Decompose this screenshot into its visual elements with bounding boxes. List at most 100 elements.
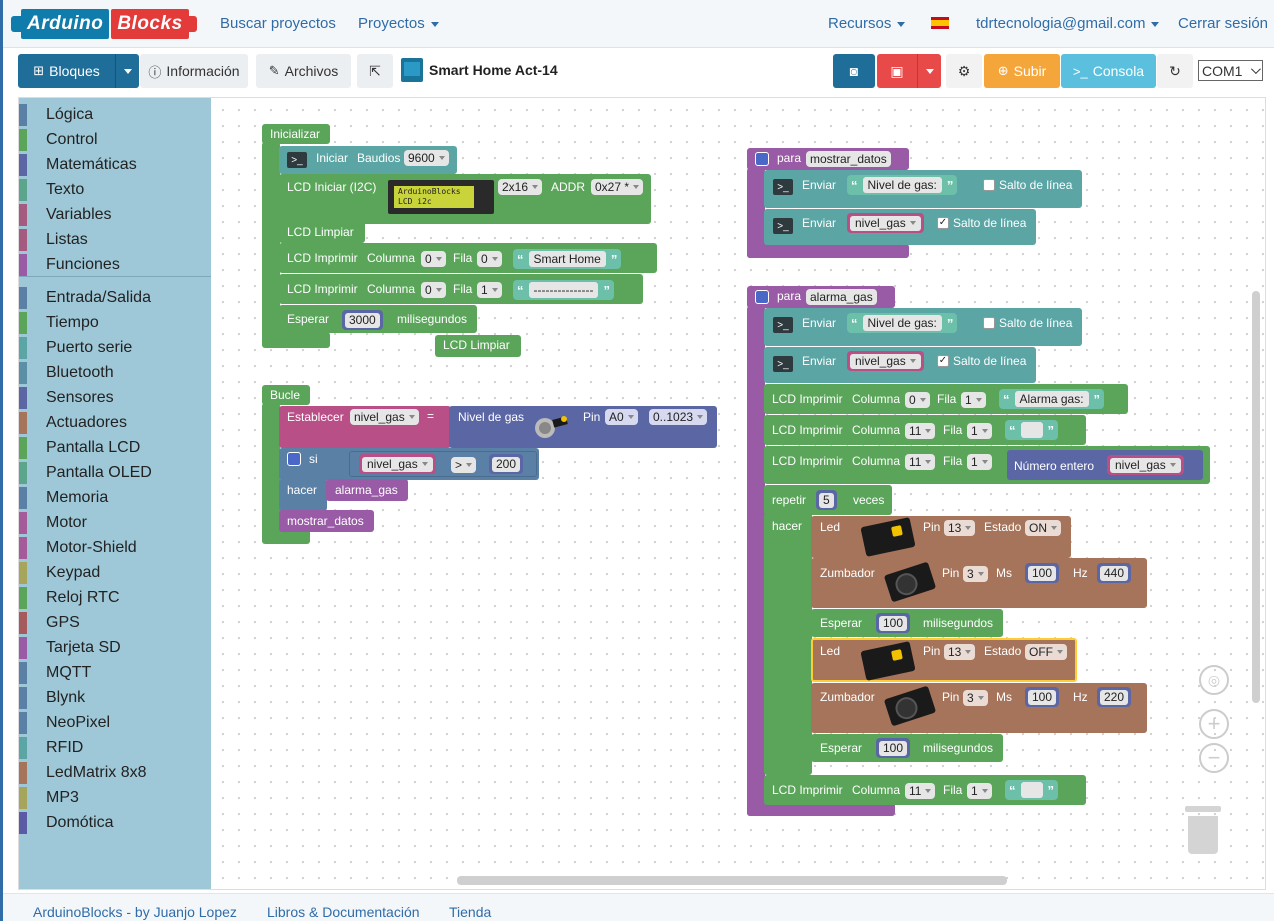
gear-icon[interactable] (287, 452, 301, 466)
nav-cerrar-sesion[interactable]: Cerrar sesión (1178, 15, 1269, 32)
save-dropdown-button[interactable] (917, 54, 941, 88)
pin-dropdown[interactable]: 13 (944, 644, 976, 660)
number-440[interactable]: 440 (1097, 563, 1132, 583)
number-100[interactable]: 100 (1025, 687, 1060, 707)
number-value[interactable]: 440 (1100, 565, 1129, 581)
toolbox-category[interactable]: MP3 (19, 787, 79, 809)
columna-dropdown[interactable]: 11 (905, 783, 936, 799)
bloques-dropdown-button[interactable] (115, 54, 139, 88)
variable-value[interactable]: nivel_gas (850, 353, 921, 369)
salto-checkbox-checked[interactable]: ✓ (937, 217, 949, 229)
nav-proyectos-dropdown[interactable]: Proyectos (358, 15, 439, 32)
text-smart-home[interactable]: “Smart Home” (513, 249, 622, 269)
text-value[interactable]: Smart Home (528, 251, 606, 267)
call-alarma-gas-block[interactable] (326, 479, 408, 501)
recenter-icon[interactable]: ◎ (1199, 665, 1229, 695)
columna-dropdown[interactable]: 0 (905, 392, 930, 408)
columna-dropdown[interactable]: 0 (421, 251, 446, 267)
toolbox-category[interactable]: Domótica (19, 812, 114, 834)
inicializar-block-body[interactable] (262, 142, 280, 347)
text-nivel-gas[interactable]: “Nivel de gas:” (847, 313, 958, 333)
archivos-button[interactable]: ✎Archivos (256, 54, 351, 88)
columna-dropdown[interactable]: 11 (905, 454, 936, 470)
toolbox-category[interactable]: Variables (19, 204, 112, 226)
nav-user-dropdown[interactable]: tdrtecnologia@gmail.com (976, 15, 1160, 32)
number-100[interactable]: 100 (1025, 563, 1060, 583)
variable-nivel-gas[interactable]: nivel_gas (847, 213, 924, 233)
bucle-block-body[interactable] (262, 403, 280, 543)
save-button[interactable]: ▣ (877, 54, 917, 88)
toolbox-category[interactable]: Motor (19, 512, 87, 534)
toolbox-category[interactable]: LedMatrix 8x8 (19, 762, 147, 784)
pin-dropdown[interactable]: 13 (944, 520, 976, 536)
toolbox-category[interactable]: MQTT (19, 662, 91, 684)
estado-dropdown[interactable]: OFF (1025, 644, 1067, 660)
footer-credit[interactable]: ArduinoBlocks - by Juanjo Lopez (33, 904, 237, 920)
toolbox-category[interactable]: Bluetooth (19, 362, 114, 384)
number-200[interactable]: 200 (489, 454, 524, 474)
fila-dropdown[interactable]: 1 (967, 783, 992, 799)
toolbox-category[interactable]: Entrada/Salida (19, 287, 151, 309)
text-nivel-gas[interactable]: “Nivel de gas:” (847, 175, 958, 195)
toolbox-category[interactable]: Lógica (19, 104, 93, 126)
zoom-out-icon[interactable]: − (1199, 743, 1229, 773)
toolbox-category[interactable]: Puerto serie (19, 337, 132, 359)
repetir-block-body[interactable] (764, 513, 812, 775)
addr-dropdown[interactable]: 0x27 * (591, 179, 644, 195)
vertical-scrollbar[interactable] (1252, 291, 1260, 703)
toolbox-category[interactable]: GPS (19, 612, 80, 634)
toolbox-category[interactable]: Motor-Shield (19, 537, 137, 559)
text-value[interactable] (1020, 782, 1043, 798)
share-button[interactable]: ⇱ (357, 54, 393, 88)
arduinoblocks-logo[interactable]: Arduino Blocks (11, 6, 197, 42)
consola-button[interactable]: >_Consola (1061, 54, 1156, 88)
estado-dropdown[interactable]: ON (1025, 520, 1061, 536)
variable-nivel-gas[interactable]: nivel_gas (847, 351, 924, 371)
footer-libros-link[interactable]: Libros & Documentación (267, 904, 420, 920)
call-mostrar-datos-block[interactable] (279, 510, 374, 532)
variable-dropdown[interactable]: nivel_gas (350, 409, 419, 425)
variable-value[interactable]: nivel_gas (362, 456, 433, 472)
pin-dropdown[interactable]: 3 (963, 566, 988, 582)
number-value[interactable]: 3000 (345, 312, 380, 328)
toolbox-category[interactable]: Listas (19, 229, 88, 251)
toolbox-category[interactable]: Reloj RTC (19, 587, 120, 609)
trash-icon[interactable] (1185, 806, 1221, 854)
toolbox-category[interactable]: Matemáticas (19, 154, 137, 176)
number-value[interactable]: 220 (1100, 689, 1129, 705)
baud-dropdown[interactable]: 9600 (404, 150, 449, 166)
toolbox-category[interactable]: NeoPixel (19, 712, 110, 734)
toolbox-category[interactable]: Tarjeta SD (19, 637, 121, 659)
variable-value[interactable]: nivel_gas (850, 215, 921, 231)
toolbox-category[interactable]: Keypad (19, 562, 100, 584)
toolbox-category[interactable]: Actuadores (19, 412, 127, 434)
nav-recursos-dropdown[interactable]: Recursos (828, 15, 906, 32)
gear-icon[interactable] (755, 290, 769, 304)
number-220[interactable]: 220 (1097, 687, 1132, 707)
screenshot-button[interactable]: ◙ (833, 54, 875, 88)
number-value[interactable]: 100 (1028, 565, 1057, 581)
com-port-select[interactable]: COM1 (1198, 60, 1263, 81)
number-value[interactable]: 100 (879, 615, 908, 631)
text-empty[interactable]: “” (1005, 420, 1058, 440)
number-value[interactable]: 5 (819, 492, 834, 508)
fila-dropdown[interactable]: 1 (961, 392, 986, 408)
gear-icon[interactable] (755, 152, 769, 166)
toolbox-category[interactable]: Funciones (19, 254, 120, 276)
number-100[interactable]: 100 (876, 738, 911, 758)
text-value[interactable]: Nivel de gas: (862, 177, 942, 193)
number-value[interactable]: 100 (879, 740, 908, 756)
operator-dropdown[interactable]: > (451, 457, 477, 473)
number-value[interactable]: 100 (1028, 689, 1057, 705)
variable-nivel-gas[interactable]: nivel_gas (359, 454, 436, 474)
salto-checkbox-checked[interactable]: ✓ (937, 355, 949, 367)
toolbox-category[interactable]: Memoria (19, 487, 108, 509)
if-block-hacer[interactable] (279, 479, 327, 511)
lcd-limpiar-floating-block[interactable] (435, 335, 521, 357)
variable-nivel-gas[interactable]: nivel_gas (1107, 455, 1184, 475)
analog-pin-dropdown[interactable]: A0 (605, 409, 638, 425)
text-value[interactable]: Alarma gas: (1014, 391, 1089, 407)
toolbox-category[interactable]: RFID (19, 737, 83, 759)
fila-dropdown[interactable]: 1 (967, 454, 992, 470)
